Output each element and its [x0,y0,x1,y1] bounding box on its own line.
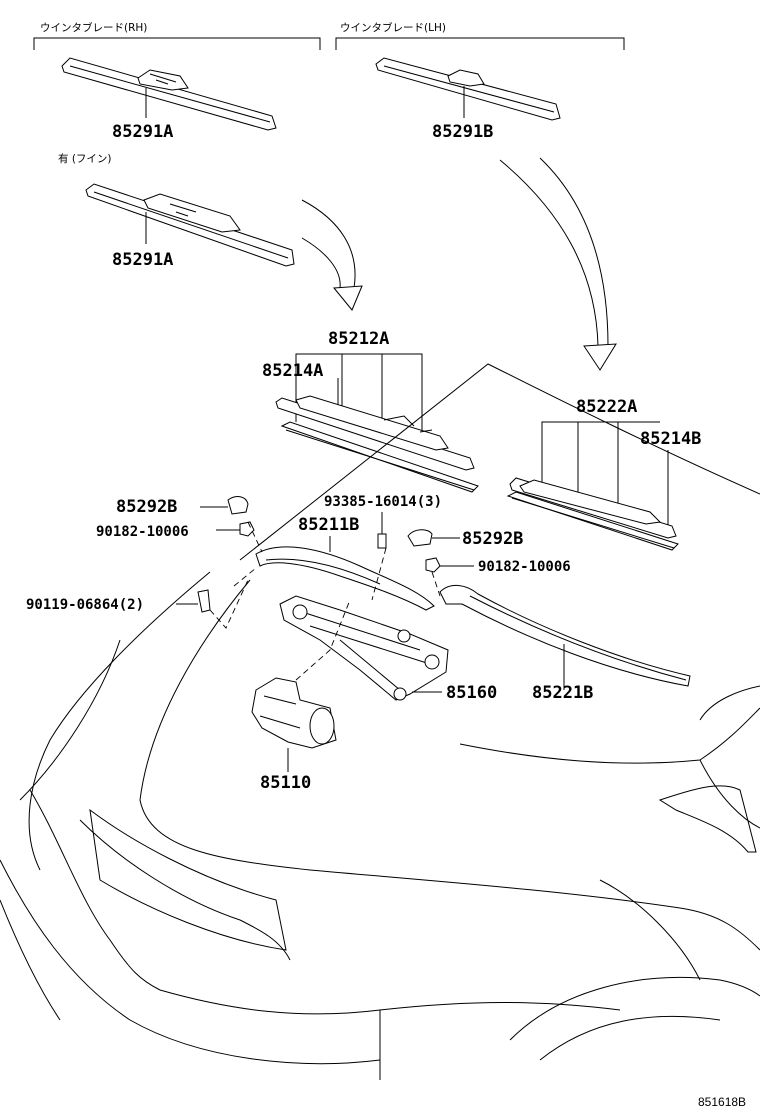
label-90182-10006-rh: 90182-10006 [96,524,189,540]
label-93385-16014: 93385-16014(3) [324,494,442,510]
label-85291a-fine: 85291A [112,250,173,270]
nut-rh [239,521,255,537]
wiper-blade-rh [61,57,277,131]
label-85214a: 85214A [262,361,323,381]
wiper-arm-rh [255,546,435,611]
wiper-blade-lh [375,57,561,121]
wiper-arm-lh [439,585,691,687]
label-85214b: 85214B [640,429,701,449]
label-85221b: 85221B [532,683,593,703]
arrow-lh [499,157,617,371]
header-bracket-lh: ウインタブレード(LH) [335,21,625,50]
arm-cap-lh [407,529,433,547]
header-fine-text: 有 (フイン) [58,152,112,165]
label-85291b: 85291B [432,122,493,142]
label-85212a: 85212A [328,329,389,349]
screw-90119 [197,589,211,613]
arm-cap-rh [227,496,249,515]
wiper-blade-assy-rh [275,395,479,493]
header-lh-text: ウインタブレード(LH) [340,21,446,34]
wiper-motor [251,677,337,749]
label-85292b-rh: 85292B [116,497,177,517]
label-85291a-top: 85291A [112,122,173,142]
label-85211b: 85211B [298,515,359,535]
assembly-dashed-lines [209,521,441,681]
vehicle-body-outline [0,571,760,1080]
arrow-rh [301,199,363,311]
label-90182-10006-lh: 90182-10006 [478,559,571,575]
bolt-93385 [377,533,387,549]
header-bracket-rh: ウインタブレード(RH) [33,21,321,50]
label-90119-06864: 90119-06864(2) [26,597,144,613]
label-85292b-lh: 85292B [462,529,523,549]
label-85160: 85160 [446,683,497,703]
reference-number: 851618B [698,1095,746,1109]
wiper-link-assy [279,595,449,701]
header-rh-text: ウインタブレード(RH) [40,21,147,34]
label-85222a: 85222A [576,397,637,417]
wiper-blade-assy-lh [506,477,679,551]
wiper-blade-rh-fine [85,183,295,267]
blade-assy-lh-leaders [541,421,669,528]
label-85110: 85110 [260,773,311,793]
nut-lh [425,557,441,573]
